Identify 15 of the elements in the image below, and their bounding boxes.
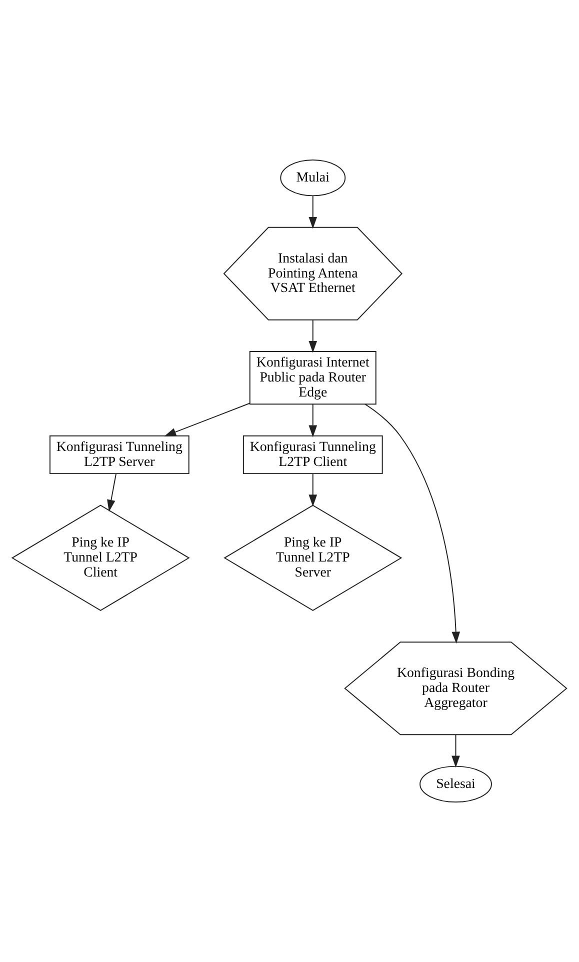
node-ellipse: Selesai bbox=[420, 766, 492, 803]
arrow bbox=[164, 402, 250, 436]
node-box: Konfigurasi Tunneling L2TP Server bbox=[49, 435, 190, 474]
arrow bbox=[308, 320, 318, 353]
arrow bbox=[308, 196, 318, 229]
node-ellipse: Mulai bbox=[280, 159, 346, 196]
node-box: Konfigurasi Tunneling L2TP Client bbox=[242, 435, 383, 474]
arrow bbox=[308, 473, 318, 507]
arrow bbox=[308, 404, 318, 438]
node-diamond: Ping ke IP Tunnel L2TP Client bbox=[11, 504, 190, 612]
arrow bbox=[364, 404, 460, 644]
arrow bbox=[107, 473, 117, 512]
arrow bbox=[452, 734, 460, 768]
node-box: Konfigurasi Internet Public pada Router Edge bbox=[249, 351, 376, 405]
node-diamond: Ping ke IP Tunnel L2TP Server bbox=[224, 504, 402, 612]
